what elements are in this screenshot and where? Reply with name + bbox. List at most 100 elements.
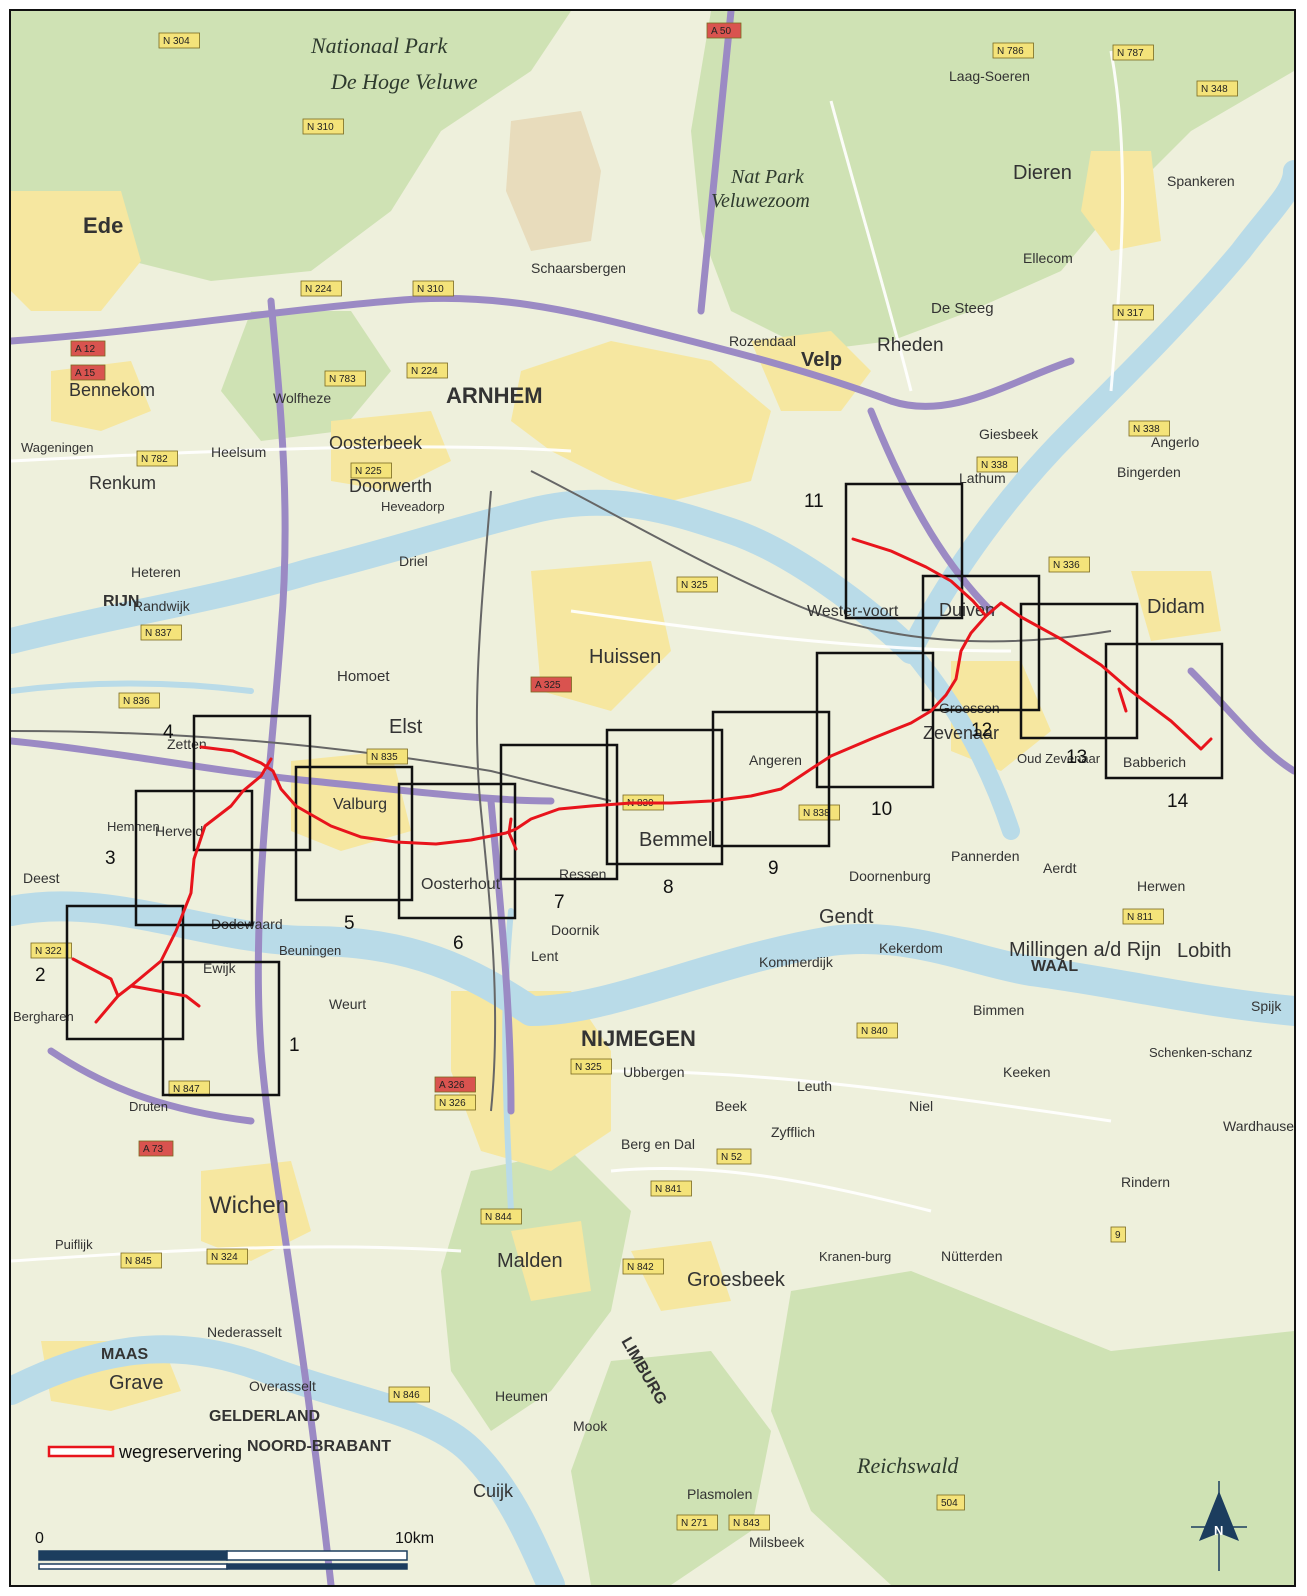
road-badge: N 842	[622, 1258, 664, 1275]
road-badge-label: N 786	[997, 46, 1024, 57]
label-laag-soeren: Laag-Soeren	[949, 68, 1030, 84]
label-homoet: Homoet	[337, 668, 390, 685]
label-groesbeek: Groesbeek	[687, 1269, 786, 1291]
label-mook: Mook	[573, 1418, 608, 1434]
sheet-number-5: 5	[344, 913, 355, 934]
north-arrow-icon	[1199, 1491, 1239, 1541]
label-nat-park: Nat Park	[730, 166, 805, 188]
sheet-frame-12	[921, 574, 1041, 712]
label-leuth: Leuth	[797, 1078, 832, 1094]
label-oud-zevenaar: Oud Zevenaar	[1017, 751, 1101, 766]
road-badge-label: N 336	[1053, 560, 1080, 571]
road-badge-box	[206, 1248, 248, 1265]
road-badge-box	[1128, 420, 1170, 437]
road-badge-label: N 322	[35, 946, 62, 957]
road-badge-label: A 73	[143, 1144, 163, 1155]
label-millingen: Millingen a/d Rijn	[1009, 939, 1161, 961]
label-druten: Druten	[129, 1099, 168, 1114]
sheet-number-labels: 1 2 3 4 5 6 7 8 9 10 11 12 13 14	[35, 491, 1189, 1056]
road-badge-box	[350, 462, 392, 479]
maas-river	[11, 1335, 565, 1585]
label-grave: Grave	[109, 1372, 163, 1394]
road-badge: N 844	[480, 1208, 522, 1225]
label-kranenburg: Kranen-burg	[819, 1249, 891, 1264]
label-bergharen: Bergharen	[13, 1009, 74, 1024]
label-driel: Driel	[399, 553, 428, 569]
label-westervoort: Wester-voort	[807, 603, 899, 620]
road-badge-label: A 325	[535, 680, 561, 691]
label-wolfheze: Wolfheze	[273, 390, 331, 406]
map-frame: Nationaal Park De Hoge Veluwe Nat Park V…	[9, 9, 1296, 1587]
pannerdens-kanaal	[902, 642, 1020, 840]
label-angerlo: Angerlo	[1151, 434, 1199, 450]
forest-areas	[11, 11, 1294, 1585]
road-badge: 9	[1110, 1226, 1126, 1243]
road-badge-label: N 325	[575, 1062, 602, 1073]
label-kekerdom: Kekerdom	[879, 940, 943, 956]
label-nijmegen: NIJMEGEN	[581, 1026, 696, 1051]
road-badge: A 15	[70, 364, 106, 381]
road-badge-box	[434, 1076, 476, 1093]
label-gelderland: GELDERLAND	[209, 1408, 320, 1425]
label-elst: Elst	[389, 716, 423, 738]
label-puiflijk: Puiflijk	[55, 1237, 93, 1252]
sheet-number-4: 4	[163, 722, 174, 743]
label-oosterbeek: Oosterbeek	[329, 433, 423, 453]
label-waal: WAAL	[1031, 958, 1078, 975]
road-badge-label: N 841	[655, 1184, 682, 1195]
label-wichen: Wichen	[209, 1192, 289, 1219]
road-badge-label: N 783	[329, 374, 356, 385]
road-badge: 504	[936, 1494, 965, 1511]
road-badge-label: 504	[941, 1498, 958, 1509]
label-duiven: Duiven	[939, 600, 995, 620]
road-badge-box	[1110, 1226, 1126, 1243]
label-cuijk: Cuijk	[473, 1481, 514, 1501]
label-heumen: Heumen	[495, 1388, 548, 1404]
label-aerdt: Aerdt	[1043, 860, 1077, 876]
label-rindern: Rindern	[1121, 1174, 1170, 1190]
sheet-frame-11	[844, 482, 964, 620]
label-malden: Malden	[497, 1250, 563, 1272]
roads	[11, 50, 1125, 1263]
label-nationaal-park: Nationaal Park	[310, 33, 449, 58]
road-badge: A 73	[138, 1140, 174, 1157]
road-badge-box	[1196, 80, 1238, 97]
label-spijk: Spijk	[1251, 998, 1282, 1014]
sheet-number-11: 11	[804, 491, 824, 512]
road-badge-label: N 326	[439, 1098, 466, 1109]
road-badge-box	[158, 32, 200, 49]
road-badge-box	[120, 1252, 162, 1269]
scale-start-label: 0	[35, 1530, 44, 1547]
legend-label: wegreservering	[118, 1442, 242, 1462]
sheet-frame-4	[192, 714, 312, 852]
sheet-number-9: 9	[768, 858, 779, 879]
label-heteren: Heteren	[131, 564, 181, 580]
road-badge: N 843	[728, 1514, 770, 1531]
label-wardhausen: Wardhausen	[1223, 1118, 1294, 1134]
road-badge: N 336	[1048, 556, 1090, 573]
road-badge-box	[1048, 556, 1090, 573]
scale-bar-light-segment	[226, 1550, 408, 1561]
label-herwen: Herwen	[1137, 878, 1185, 894]
road-badge: A 326	[434, 1076, 476, 1093]
road-badge: N 782	[136, 450, 178, 467]
road-badge-box	[300, 280, 342, 297]
road-badge-label: A 12	[75, 344, 95, 355]
label-zevenaar: Zevenaar	[923, 723, 999, 743]
sheet-frame-6	[397, 782, 517, 920]
road-badge: N 837	[140, 624, 182, 641]
road-badge: N 783	[324, 370, 366, 387]
road-badge-label: N 844	[485, 1212, 512, 1223]
label-keeken: Keeken	[1003, 1064, 1050, 1080]
road-badge-label: N 325	[681, 580, 708, 591]
road-badge: N 310	[302, 118, 344, 135]
label-ubbergen: Ubbergen	[623, 1064, 685, 1080]
road-badge-label: N 310	[307, 122, 334, 133]
label-babberich: Babberich	[1123, 754, 1186, 770]
label-overasselt: Overasselt	[249, 1378, 316, 1394]
road-badge: N 338	[976, 456, 1018, 473]
topographic-map[interactable]: Nationaal Park De Hoge Veluwe Nat Park V…	[11, 11, 1294, 1585]
label-angeren: Angeren	[749, 752, 802, 768]
sheet-number-1: 1	[289, 1035, 300, 1056]
road-badge-box	[70, 364, 106, 381]
